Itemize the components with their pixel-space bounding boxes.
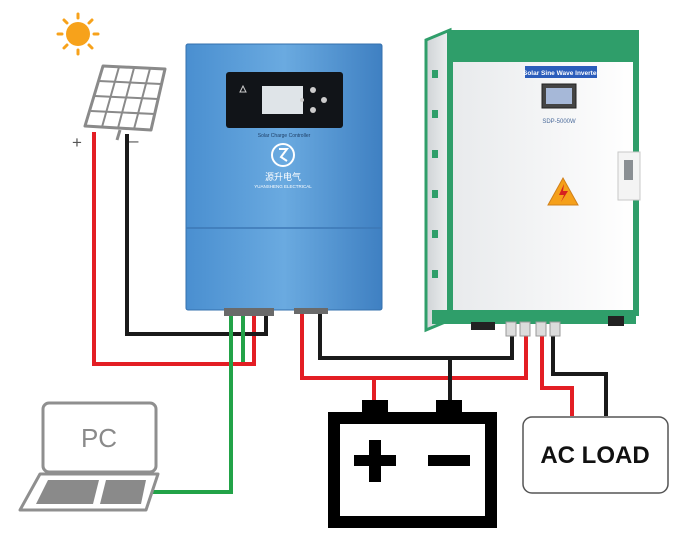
charge-controller: Solar Charge Controller 源升电气 YUANSHENG E… — [185, 43, 383, 316]
brand-en: YUANSHENG ELECTRICAL — [254, 184, 312, 189]
ac-line-wire — [540, 334, 574, 416]
warning-icon — [547, 176, 579, 206]
pv-positive-wire — [92, 132, 256, 366]
panel-plus-label: + — [72, 133, 82, 152]
wiring — [92, 132, 608, 494]
solar-panel-icon — [83, 64, 167, 141]
pv-negative-wire — [125, 134, 268, 336]
ac-load-box: AC LOAD — [522, 416, 669, 494]
controller-caption: Solar Charge Controller — [258, 133, 311, 139]
laptop-icon — [18, 401, 160, 512]
ac-load-label: AC LOAD — [540, 442, 649, 469]
ctrl-battery-negative-wire — [318, 312, 514, 360]
brand-cn: 源升电气 — [265, 171, 301, 182]
inverter-model: SDP-5000W — [542, 119, 576, 125]
battery-icon — [328, 400, 497, 528]
sun-icon — [56, 12, 100, 56]
inverter-title: Solar Sine Wave Inverter — [523, 70, 599, 77]
brand-logo-icon — [271, 143, 295, 167]
ac-neutral-wire — [551, 334, 608, 416]
inverter: Solar Sine Wave Inverter SDP-5000W — [424, 27, 641, 337]
ctrl-battery-positive-wire — [300, 312, 528, 380]
pc-label: PC — [81, 423, 117, 453]
comm-wire — [148, 312, 233, 494]
panel-minus-label: – — [129, 131, 139, 150]
